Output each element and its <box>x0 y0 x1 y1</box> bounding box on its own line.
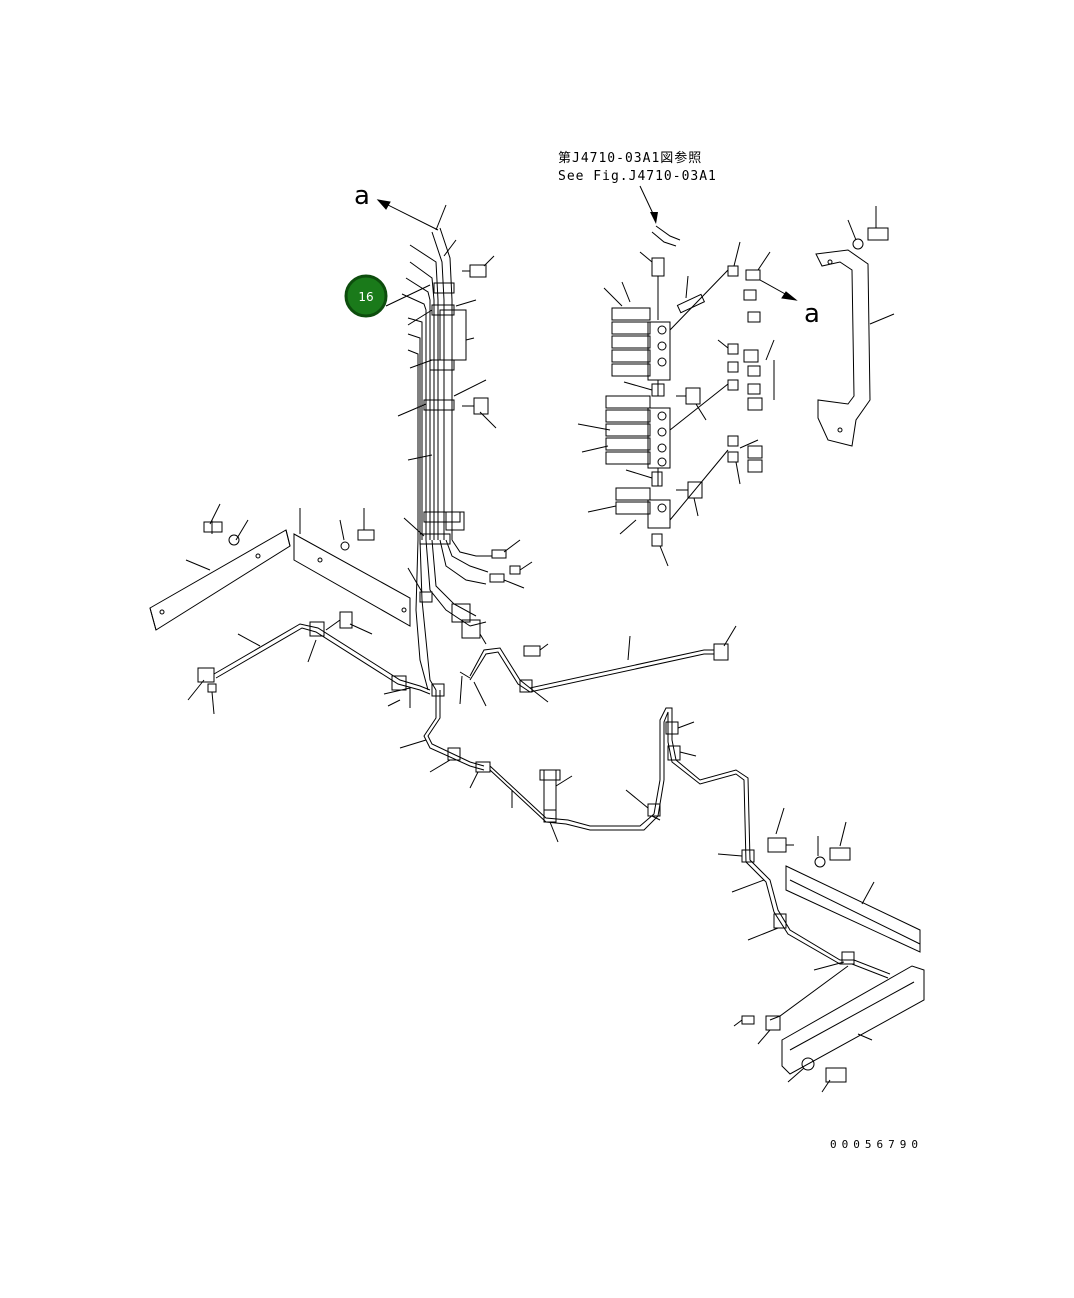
hose-bundle-vertical <box>402 228 520 690</box>
reference-note-jp: 第J4710-03A1図参照 <box>558 150 702 166</box>
right-bracket-plates <box>768 808 924 1092</box>
pipe-run-center <box>400 684 664 842</box>
callout-badge-circle[interactable] <box>346 276 386 316</box>
pipe-run-middle <box>460 626 736 706</box>
drawing-code: 00056790 <box>830 1138 923 1151</box>
pipe-run-right <box>660 708 890 1044</box>
connection-label-a-left: a <box>354 181 370 211</box>
callout-number: 16 <box>358 290 373 304</box>
z-bracket <box>816 206 894 446</box>
reference-note-en: See Fig.J4710-03A1 <box>558 169 717 184</box>
arrow-to-a-left <box>378 200 438 230</box>
callout-badge[interactable]: 16 <box>346 276 386 316</box>
pipe-run-left <box>188 612 430 714</box>
left-bracket-plates <box>150 504 410 630</box>
manifold-assembly <box>578 226 796 566</box>
reference-arrow <box>640 186 658 224</box>
connection-label-a-right: a <box>804 299 820 329</box>
leader-lines-bundle <box>386 205 532 644</box>
